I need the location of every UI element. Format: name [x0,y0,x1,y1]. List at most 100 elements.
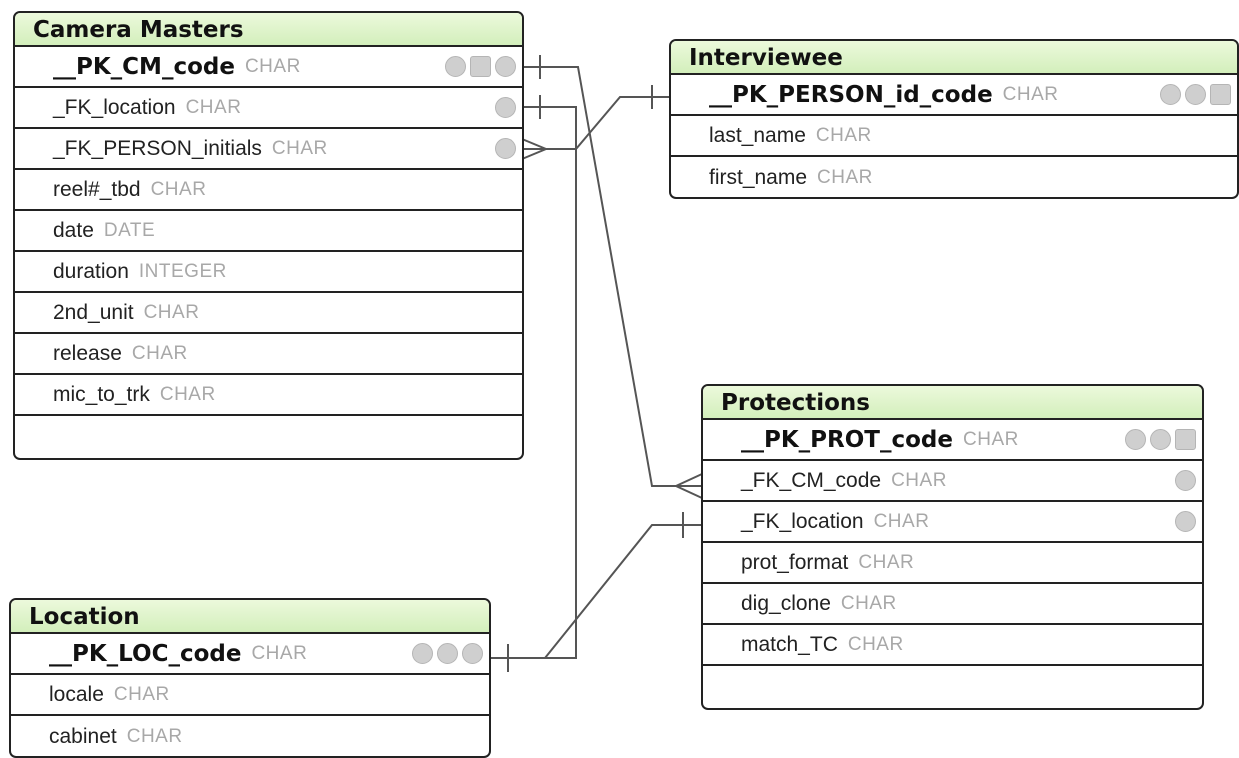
unique-icon [412,643,433,664]
field-type: CHAR [143,301,200,323]
index-icon [495,138,516,159]
table-title: Protections [703,386,1202,420]
field-type: CHAR [963,428,1019,450]
field-name: locale [49,682,104,706]
field-name: _FK_location [741,509,864,533]
field-name: dig_clone [741,591,831,615]
key-icon [495,56,516,77]
table-protections[interactable]: Protections __PK_PROT_code CHAR _FK_CM_c… [701,384,1204,710]
field-type: CHAR [817,166,873,188]
field-row[interactable]: release CHAR [15,334,522,375]
field-name: reel#_tbd [53,177,141,201]
field-row[interactable]: cabinet CHAR [11,716,489,756]
field-type: CHAR [847,633,904,655]
field-name: cabinet [49,724,117,748]
field-name: __PK_CM_code [53,53,235,80]
unique-icon [1160,84,1181,105]
key-icon [462,643,483,664]
rel-cm-interviewee [522,96,670,150]
index-icon [1150,429,1171,450]
table-title: Camera Masters [15,13,522,47]
field-type: CHAR [113,683,170,705]
field-type: CHAR [126,725,183,747]
field-name: date [53,218,94,242]
field-row[interactable]: _FK_PERSON_initials CHAR [15,129,522,170]
field-name: __PK_PROT_code [741,426,953,453]
field-type: CHAR [858,551,915,573]
field-type: CHAR [244,55,301,77]
unique-icon [1125,429,1146,450]
field-row[interactable]: locale CHAR [11,675,489,716]
field-row[interactable]: _FK_CM_code CHAR [703,461,1202,502]
field-name: first_name [709,165,808,189]
field-name: __PK_LOC_code [49,640,242,667]
field-name: release [53,341,122,365]
index-icon [1175,511,1196,532]
field-type: CHAR [815,124,872,146]
field-type: CHAR [1002,83,1059,105]
unique-icon [445,56,466,77]
field-row[interactable]: dig_clone CHAR [703,584,1202,625]
table-location[interactable]: Location __PK_LOC_code CHAR locale CHAR … [9,598,491,758]
index-icon [470,56,491,77]
field-type: CHAR [150,178,207,200]
index-icon [495,97,516,118]
field-row[interactable]: _FK_location CHAR [703,502,1202,543]
field-icons [1175,470,1196,491]
field-row[interactable]: __PK_PERSON_id_code CHAR [671,75,1237,116]
empty-row [703,666,1202,707]
table-title: Interviewee [671,41,1237,75]
field-name: 2nd_unit [53,300,134,324]
index-icon [437,643,458,664]
field-name: _FK_location [53,95,176,119]
field-row[interactable]: 2nd_unit CHAR [15,293,522,334]
field-row[interactable]: _FK_location CHAR [15,88,522,129]
table-camera-masters[interactable]: Camera Masters __PK_CM_code CHAR _FK_loc… [13,11,524,460]
field-icons [495,97,516,118]
field-row[interactable]: date DATE [15,211,522,252]
field-type: CHAR [159,383,216,405]
field-name: _FK_PERSON_initials [53,136,262,160]
field-type: CHAR [891,469,947,491]
rel-location-protections [490,524,702,659]
field-row[interactable]: first_name CHAR [671,157,1237,197]
field-row[interactable]: __PK_CM_code CHAR [15,47,522,88]
field-row[interactable]: reel#_tbd CHAR [15,170,522,211]
field-type: CHAR [251,642,308,664]
field-name: match_TC [741,632,838,656]
field-row[interactable]: mic_to_trk CHAR [15,375,522,416]
field-name: _FK_CM_code [741,468,882,492]
field-row[interactable]: __PK_PROT_code CHAR [703,420,1202,461]
table-interviewee[interactable]: Interviewee __PK_PERSON_id_code CHAR las… [669,39,1239,199]
field-row[interactable]: prot_format CHAR [703,543,1202,584]
field-type: CHAR [873,510,930,532]
field-row[interactable]: match_TC CHAR [703,625,1202,666]
field-icons [1175,511,1196,532]
field-name: mic_to_trk [53,382,150,406]
field-icons [1160,84,1231,105]
rel-protections-crowfoot [673,473,703,499]
rel-cm-person-crowfoot [521,138,549,160]
field-icons [1125,429,1196,450]
field-icons [412,643,483,664]
field-row[interactable]: last_name CHAR [671,116,1237,157]
field-type: CHAR [271,137,328,159]
field-icons [445,56,516,77]
table-title: Location [11,600,489,634]
field-type: DATE [103,219,156,241]
key-icon [1175,429,1196,450]
field-row[interactable]: __PK_LOC_code CHAR [11,634,489,675]
index-icon [1175,470,1196,491]
field-type: CHAR [840,592,897,614]
field-icons [495,138,516,159]
empty-row [15,416,522,457]
field-name: last_name [709,123,806,147]
index-icon [1185,84,1206,105]
field-name: prot_format [741,550,849,574]
field-name: duration [53,259,129,283]
field-row[interactable]: duration INTEGER [15,252,522,293]
field-type: CHAR [185,96,242,118]
field-type: CHAR [131,342,188,364]
key-icon [1210,84,1231,105]
